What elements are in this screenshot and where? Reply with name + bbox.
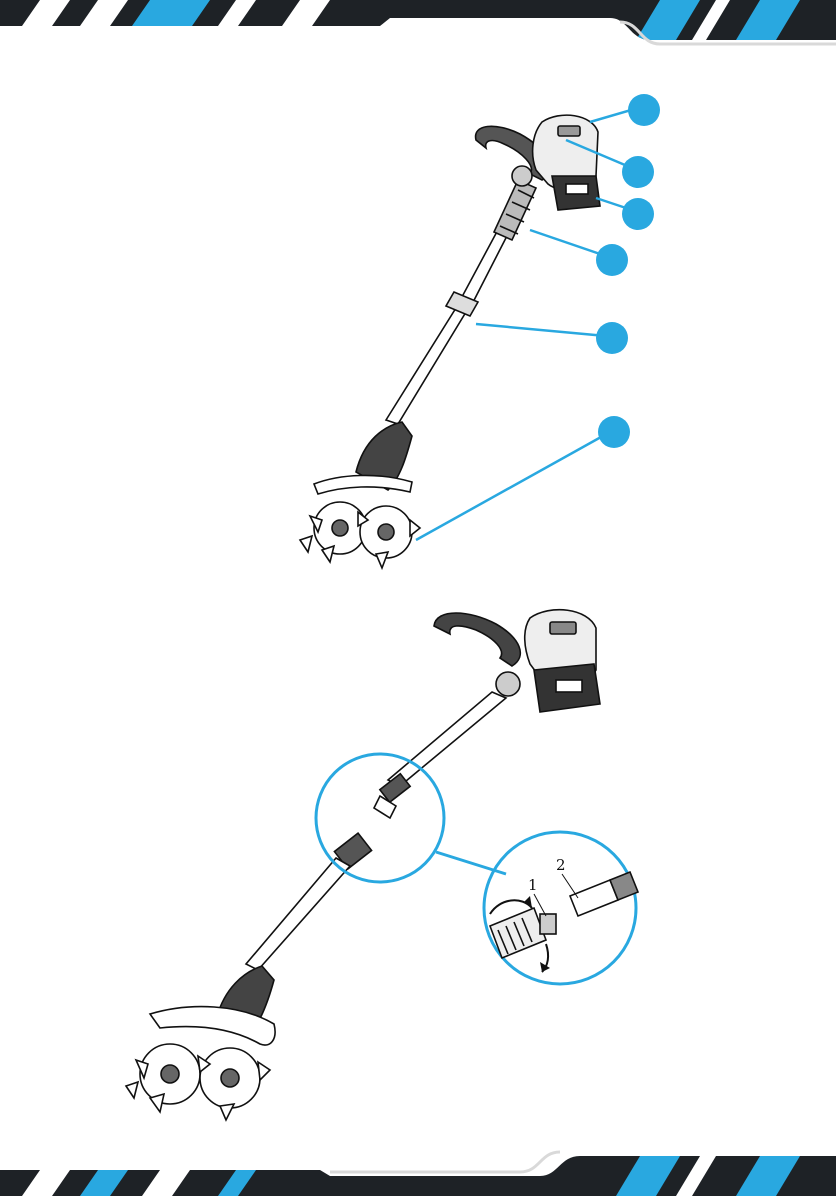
callout-badges xyxy=(596,94,660,448)
callout-badge-5 xyxy=(596,322,628,354)
assembly-figure: 1 2 xyxy=(110,600,670,1130)
header-stripes xyxy=(0,0,836,46)
tiller-overview-drawing xyxy=(260,80,680,580)
shaft-assembly-drawing: 1 2 xyxy=(110,600,670,1130)
callout-badge-6 xyxy=(598,416,630,448)
header-banner xyxy=(0,0,836,46)
detail-drawing xyxy=(490,872,638,958)
overview-figure xyxy=(260,80,680,580)
callout-badge-2 xyxy=(622,156,654,188)
footer-stripes xyxy=(0,1150,836,1196)
magnifier-circle-icon xyxy=(316,754,636,984)
callout-badge-3 xyxy=(622,198,654,230)
callout-badge-4 xyxy=(596,244,628,276)
footer-banner xyxy=(0,1150,836,1196)
detail-label-step2: 2 xyxy=(556,856,566,874)
callout-badge-1 xyxy=(628,94,660,126)
detail-label-step1: 1 xyxy=(528,876,538,894)
